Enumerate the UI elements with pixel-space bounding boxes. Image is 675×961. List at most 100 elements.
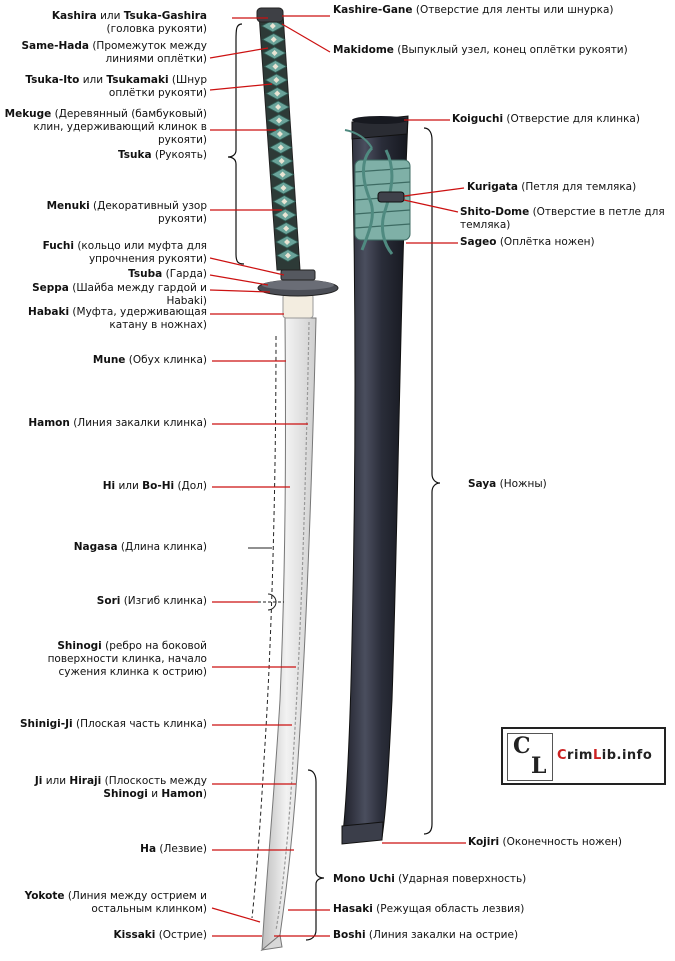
label-yokote-term: Yokote xyxy=(24,890,65,902)
label-seppa-desc: (Шайба между гардой и Habaki) xyxy=(68,282,207,307)
label-mune-desc: (Обух клинка) xyxy=(125,354,207,366)
label-hi-joiner: или xyxy=(115,480,143,492)
same-hada-gap xyxy=(279,171,286,178)
leader-tsuba xyxy=(209,274,269,286)
label-kojiri: Kojiri (Оконечность ножен) xyxy=(468,836,670,849)
label-kashira-term2: Tsuka-Gashira xyxy=(123,10,207,22)
label-mekuge: Mekuge (Деревянный (бамбуковый) клин, уд… xyxy=(2,108,207,147)
label-ha-desc: (Лезвие) xyxy=(156,843,207,855)
label-ji-joiner: или xyxy=(42,775,70,787)
label-kashira-desc: (головка рукояти) xyxy=(106,23,207,35)
logo-monogram-box xyxy=(507,733,553,781)
label-ji-tail2: Hamon xyxy=(161,788,203,800)
label-hi-term: Hi xyxy=(102,480,116,492)
label-hi-desc: (Дол) xyxy=(174,480,207,492)
label-makidome-term: Makidome xyxy=(333,44,394,56)
label-kissaki: Kissaki (Острие) xyxy=(2,929,207,942)
bracket-tsuka xyxy=(227,23,245,265)
same-hada-gap xyxy=(281,198,288,205)
label-tsuba-desc: (Гарда) xyxy=(162,268,207,280)
label-tsuka-ito: Tsuka-Ito или Tsukamaki (Шнур оплётки ру… xyxy=(2,74,207,100)
label-sageo-desc: (Оплётка ножен) xyxy=(496,236,595,248)
label-mono-uchi-term: Mono Uchi xyxy=(333,873,395,885)
label-hi-term2: Bo-Hi xyxy=(142,480,175,492)
label-kashira-joiner: или xyxy=(96,10,124,22)
label-fuchi: Fuchi (кольцо или муфта для упрочнения р… xyxy=(2,240,207,266)
same-hada-gap xyxy=(283,225,290,232)
habaki-shape xyxy=(282,293,314,319)
label-koiguchi: Koiguchi (Отверстие для клинка) xyxy=(452,113,670,126)
sageo-cord xyxy=(344,129,411,255)
bracket-mono-uchi xyxy=(305,769,325,941)
kashira-cap xyxy=(256,7,284,23)
same-hada-gap xyxy=(284,239,291,245)
hamon-line xyxy=(275,321,310,931)
label-shito-dome: Shito-Dome (Отверстие в петле для темляк… xyxy=(460,206,670,232)
same-hada-gap xyxy=(276,117,283,124)
label-shinigi-ji-desc: (Плоская часть клинка) xyxy=(72,718,207,730)
label-kashire-gane-term: Kashire-Gane xyxy=(333,4,413,16)
leader-same-hada xyxy=(209,47,269,59)
label-kojiri-desc: (Оконечность ножен) xyxy=(499,836,623,848)
fuchi-shape xyxy=(280,269,316,281)
logo-brand-text: CrimLib.info xyxy=(557,748,653,763)
label-kashira-term: Kashira xyxy=(51,10,97,22)
label-hasaki: Hasaki (Режущая область лезвия) xyxy=(333,903,670,916)
label-hamon: Hamon (Линия закалки клинка) xyxy=(2,417,207,430)
label-boshi-desc: (Линия закалки на острие) xyxy=(365,929,519,941)
label-tsuka-ito-desc: (Шнур оплётки рукояти) xyxy=(108,74,207,99)
label-sageo: Sageo (Оплётка ножен) xyxy=(460,236,670,249)
label-seppa: Seppa (Шайба между гардой и Habaki) xyxy=(2,282,207,308)
label-same-hada-term: Same-Hada xyxy=(21,40,89,52)
label-saya-desc: (Ножны) xyxy=(496,478,547,490)
label-mono-uchi-desc: (Ударная поверхность) xyxy=(394,873,527,885)
nagasa-line xyxy=(251,335,277,919)
label-kurigata-term: Kurigata xyxy=(467,181,518,193)
kissaki-tip xyxy=(260,934,283,951)
label-makidome: Makidome (Выпуклый узел, конец оплётки р… xyxy=(333,44,670,57)
label-habaki: Habaki (Муфта, удерживающая катану в нож… xyxy=(2,306,207,332)
blade xyxy=(260,317,317,952)
same-hada-gap xyxy=(284,252,291,259)
label-koiguchi-term: Koiguchi xyxy=(452,113,504,125)
leader-lines xyxy=(209,15,466,937)
same-hada-gap xyxy=(282,212,289,218)
same-hada-gap xyxy=(278,158,285,164)
leader-tsuka-ito xyxy=(209,83,273,91)
label-kurigata: Kurigata (Петля для темляка) xyxy=(467,181,670,194)
label-mono-uchi: Mono Uchi (Ударная поверхность) xyxy=(333,873,670,886)
label-shinogi-term: Shinogi xyxy=(57,640,102,652)
label-shinogi-desc: (ребро на боковой поверхности клинка, на… xyxy=(47,640,207,678)
label-tsuka: Tsuka (Рукоять) xyxy=(2,149,207,162)
leader-makidome xyxy=(281,23,331,53)
label-tsuba: Tsuba (Гарда) xyxy=(2,268,207,281)
leader-kurigata xyxy=(403,187,465,197)
label-mune: Mune (Обух клинка) xyxy=(2,354,207,367)
kojiri-end xyxy=(341,821,384,845)
label-seppa-term: Seppa xyxy=(32,282,69,294)
logo-letter-c: C xyxy=(513,733,531,759)
same-hada-gap xyxy=(277,144,284,151)
label-mune-term: Mune xyxy=(92,354,126,366)
label-hasaki-desc: (Режущая область лезвия) xyxy=(372,903,525,915)
label-fuchi-term: Fuchi xyxy=(42,240,74,252)
label-tsuka-desc: (Рукоять) xyxy=(151,149,207,161)
same-hada-gap xyxy=(270,36,277,43)
label-ji-desc: (Плоскость между xyxy=(101,775,207,787)
tsuka-handle xyxy=(256,7,301,271)
label-tsuka-ito-term2: Tsukamaki xyxy=(106,74,169,86)
same-hada-gap xyxy=(275,104,282,110)
label-same-hada-desc: (Промежуток между линиями оплётки) xyxy=(88,40,207,65)
label-sori: Sori (Изгиб клинка) xyxy=(2,595,207,608)
leader-seppa xyxy=(209,289,271,293)
label-nagasa: Nagasa (Длина клинка) xyxy=(2,541,207,554)
leader-yokote xyxy=(211,907,261,923)
label-kashire-gane-desc: (Отверстие для ленты или шнурка) xyxy=(412,4,614,16)
crimlib-logo[interactable]: C L CrimLib.info xyxy=(501,727,666,785)
label-shinogi: Shinogi (ребро на боковой поверхности кл… xyxy=(2,640,207,679)
label-ha-term: Ha xyxy=(140,843,157,855)
label-kashire-gane: Kashire-Gane (Отверстие для ленты или шн… xyxy=(333,4,670,17)
label-boshi: Boshi (Линия закалки на острие) xyxy=(333,929,670,942)
same-hada-gap xyxy=(271,50,278,56)
